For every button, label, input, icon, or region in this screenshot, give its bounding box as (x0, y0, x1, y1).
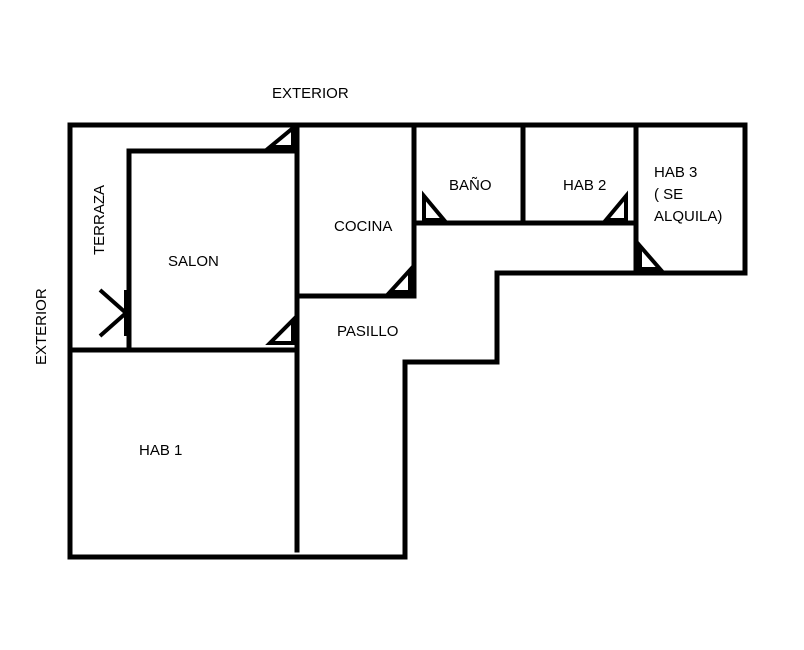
bano-label: BAÑO (449, 177, 492, 194)
salon-label: SALON (168, 253, 219, 270)
pasillo-label: PASILLO (337, 323, 399, 340)
hab1-label: HAB 1 (139, 442, 183, 459)
door-bano (422, 190, 449, 222)
cocina-wall (294, 122, 417, 299)
door-terraza (98, 288, 130, 338)
door-hab3 (638, 240, 665, 271)
exterior-top-label: EXTERIOR (272, 85, 349, 102)
hab3-label-line1: HAB 3 (654, 164, 698, 181)
exterior-left-label: EXTERIOR (33, 288, 50, 365)
hab3-label-line2: ( SE (654, 186, 684, 203)
door-hab2 (601, 190, 628, 222)
cocina-label: COCINA (334, 218, 393, 235)
terraza-label: TERRAZA (91, 184, 108, 255)
hab2-label: HAB 2 (563, 177, 607, 194)
door-cocina-top (264, 123, 295, 149)
outer-wall (67, 122, 748, 560)
hab3-label-line3: ALQUILA) (654, 208, 723, 225)
door-salon-bottom (265, 315, 295, 345)
door-cocina-bottom (385, 264, 412, 294)
